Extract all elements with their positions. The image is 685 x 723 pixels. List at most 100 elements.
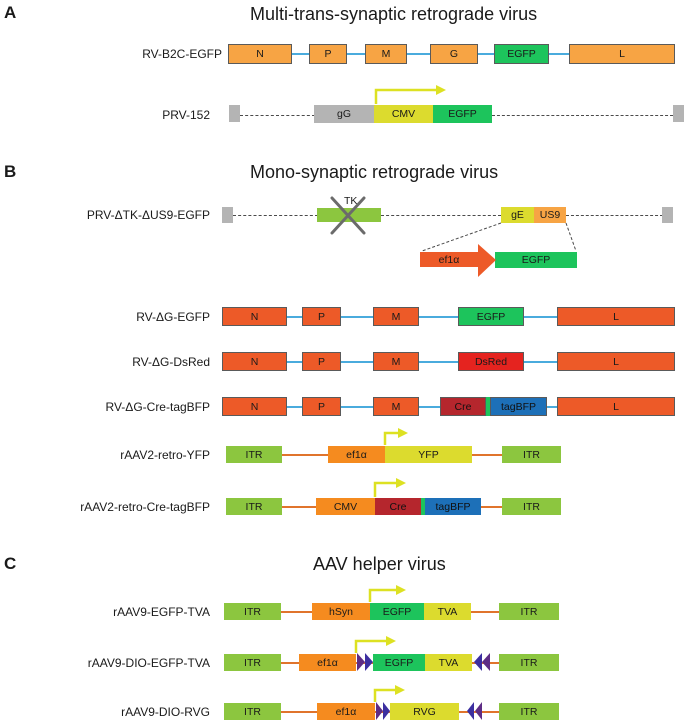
ef1a-arrowhead-icon (478, 244, 496, 277)
backbone-line (222, 316, 675, 318)
gene-l: L (569, 44, 675, 64)
gene-l: L (557, 397, 675, 416)
construct-label-prv-dtk-dus9-egfp: PRV-ΔTK-ΔUS9-EGFP (86, 208, 210, 222)
gene-p: P (302, 397, 341, 416)
panel-c-letter: C (4, 554, 17, 573)
promoter-hsyn: hSyn (312, 603, 370, 620)
panel-c-title: AAV helper virus (313, 554, 446, 574)
gene-tagbfp: tagBFP (490, 397, 547, 416)
loxp-triangle-icon (376, 702, 383, 720)
construct-label-rv-dg-dsred: RV-ΔG-DsRed (132, 355, 210, 369)
promoter-ef1a: ef1α (317, 703, 375, 720)
construct-label-raav2-retro-cre-tagbfp: rAAV2-retro-Cre-tagBFP (80, 500, 210, 514)
promoter-ef1a: ef1α (299, 654, 356, 671)
construct-label-rv-dg-cre-tagbfp: RV-ΔG-Cre-tagBFP (105, 400, 210, 414)
insertion-guide-lines (421, 222, 577, 252)
promoter-arrow-icon (374, 85, 446, 104)
backbone-line (222, 361, 675, 363)
gene-l: L (557, 352, 675, 371)
gene-p: P (302, 352, 341, 371)
loxp-triangle-icon (482, 653, 490, 671)
gene-n: N (222, 307, 287, 326)
genome-dashed-line (566, 215, 663, 216)
gene-cre: Cre (375, 498, 421, 515)
genome-end-block (662, 207, 673, 223)
promoter-arrow-icon (354, 636, 396, 653)
gene-egfp: EGFP (370, 603, 424, 620)
panel-b-title: Mono-synaptic retrograde virus (250, 162, 499, 182)
promoter-ef1a: ef1α (420, 252, 478, 267)
panel-b-letter: B (4, 162, 17, 181)
gene-n: N (222, 397, 287, 416)
lox2272-triangle-icon (467, 702, 474, 720)
promoter-ef1a: ef1α (328, 446, 385, 463)
construct-label-prv-152: PRV-152 (162, 108, 210, 122)
gene-tva: TVA (425, 654, 472, 671)
genome-end-block (673, 105, 684, 122)
itr-left: ITR (226, 446, 282, 463)
loxp-triangle-icon (357, 653, 365, 671)
gene-rvg: RVG (390, 703, 459, 720)
panel-a-title: Multi-trans-synaptic retrograde virus (250, 4, 538, 24)
itr-right: ITR (502, 446, 561, 463)
gene-p: P (309, 44, 347, 64)
gene-m: M (373, 397, 419, 416)
itr-left: ITR (226, 498, 282, 515)
construct-label-raav9-egfp-tva: rAAV9-EGFP-TVA (113, 605, 210, 619)
genome-dashed-line (381, 215, 501, 216)
construct-label-rv-b2c-egfp: RV-B2C-EGFP (142, 47, 222, 61)
gene-egfp: EGFP (458, 307, 524, 326)
construct-label-raav2-retro-yfp: rAAV2-retro-YFP (120, 448, 210, 462)
gene-m: M (373, 352, 419, 371)
itr-right: ITR (499, 603, 559, 620)
construct-label-raav9-dio-rvg: rAAV9-DIO-RVG (121, 705, 210, 719)
genome-dashed-line (240, 115, 315, 116)
promoter-cmv: CMV (374, 105, 433, 123)
genome-end-block (222, 207, 233, 223)
promoter-cmv: CMV (316, 498, 375, 515)
gene-egfp: EGFP (495, 252, 577, 268)
gene-n: N (222, 352, 287, 371)
genome-dashed-line (233, 215, 318, 216)
promoter-arrow-icon (368, 585, 406, 602)
itr-right: ITR (502, 498, 561, 515)
gene-n: N (228, 44, 292, 64)
gene-p: P (302, 307, 341, 326)
gene-tva: TVA (424, 603, 471, 620)
panel-a-letter: A (4, 3, 17, 22)
construct-label-raav9-dio-egfp-tva: rAAV9-DIO-EGFP-TVA (87, 656, 210, 670)
lox2272-triangle-icon (383, 702, 390, 720)
itr-right: ITR (499, 703, 559, 720)
itr-right: ITR (499, 654, 559, 671)
gene-gg: gG (314, 105, 374, 123)
gene-cre: Cre (440, 397, 486, 416)
gene-tagbfp: tagBFP (425, 498, 481, 515)
loxp-triangle-icon (475, 702, 482, 720)
promoter-arrow-icon (373, 685, 405, 702)
promoter-arrow-icon (373, 478, 406, 497)
gene-egfp: EGFP (373, 654, 425, 671)
gene-dsred: DsRed (458, 352, 524, 371)
genome-end-block (229, 105, 240, 122)
itr-left: ITR (224, 603, 281, 620)
gene-us9: US9 (534, 207, 566, 223)
gene-egfp: EGFP (494, 44, 549, 64)
itr-left: ITR (224, 654, 281, 671)
gene-egfp: EGFP (433, 105, 492, 123)
gene-m: M (365, 44, 407, 64)
construct-label-rv-dg-egfp: RV-ΔG-EGFP (136, 310, 210, 324)
lox2272-triangle-icon (365, 653, 373, 671)
gene-tk-label: TK (344, 195, 357, 207)
gene-ge: gE (501, 207, 534, 223)
itr-left: ITR (224, 703, 281, 720)
gene-yfp: YFP (385, 446, 472, 463)
gene-l: L (557, 307, 675, 326)
linker-green (421, 498, 425, 515)
gene-g: G (430, 44, 478, 64)
promoter-arrow-icon (383, 428, 408, 445)
deletion-x-icon (330, 196, 366, 235)
genome-dashed-line (492, 115, 673, 116)
lox2272-triangle-icon (474, 653, 482, 671)
gene-m: M (373, 307, 419, 326)
